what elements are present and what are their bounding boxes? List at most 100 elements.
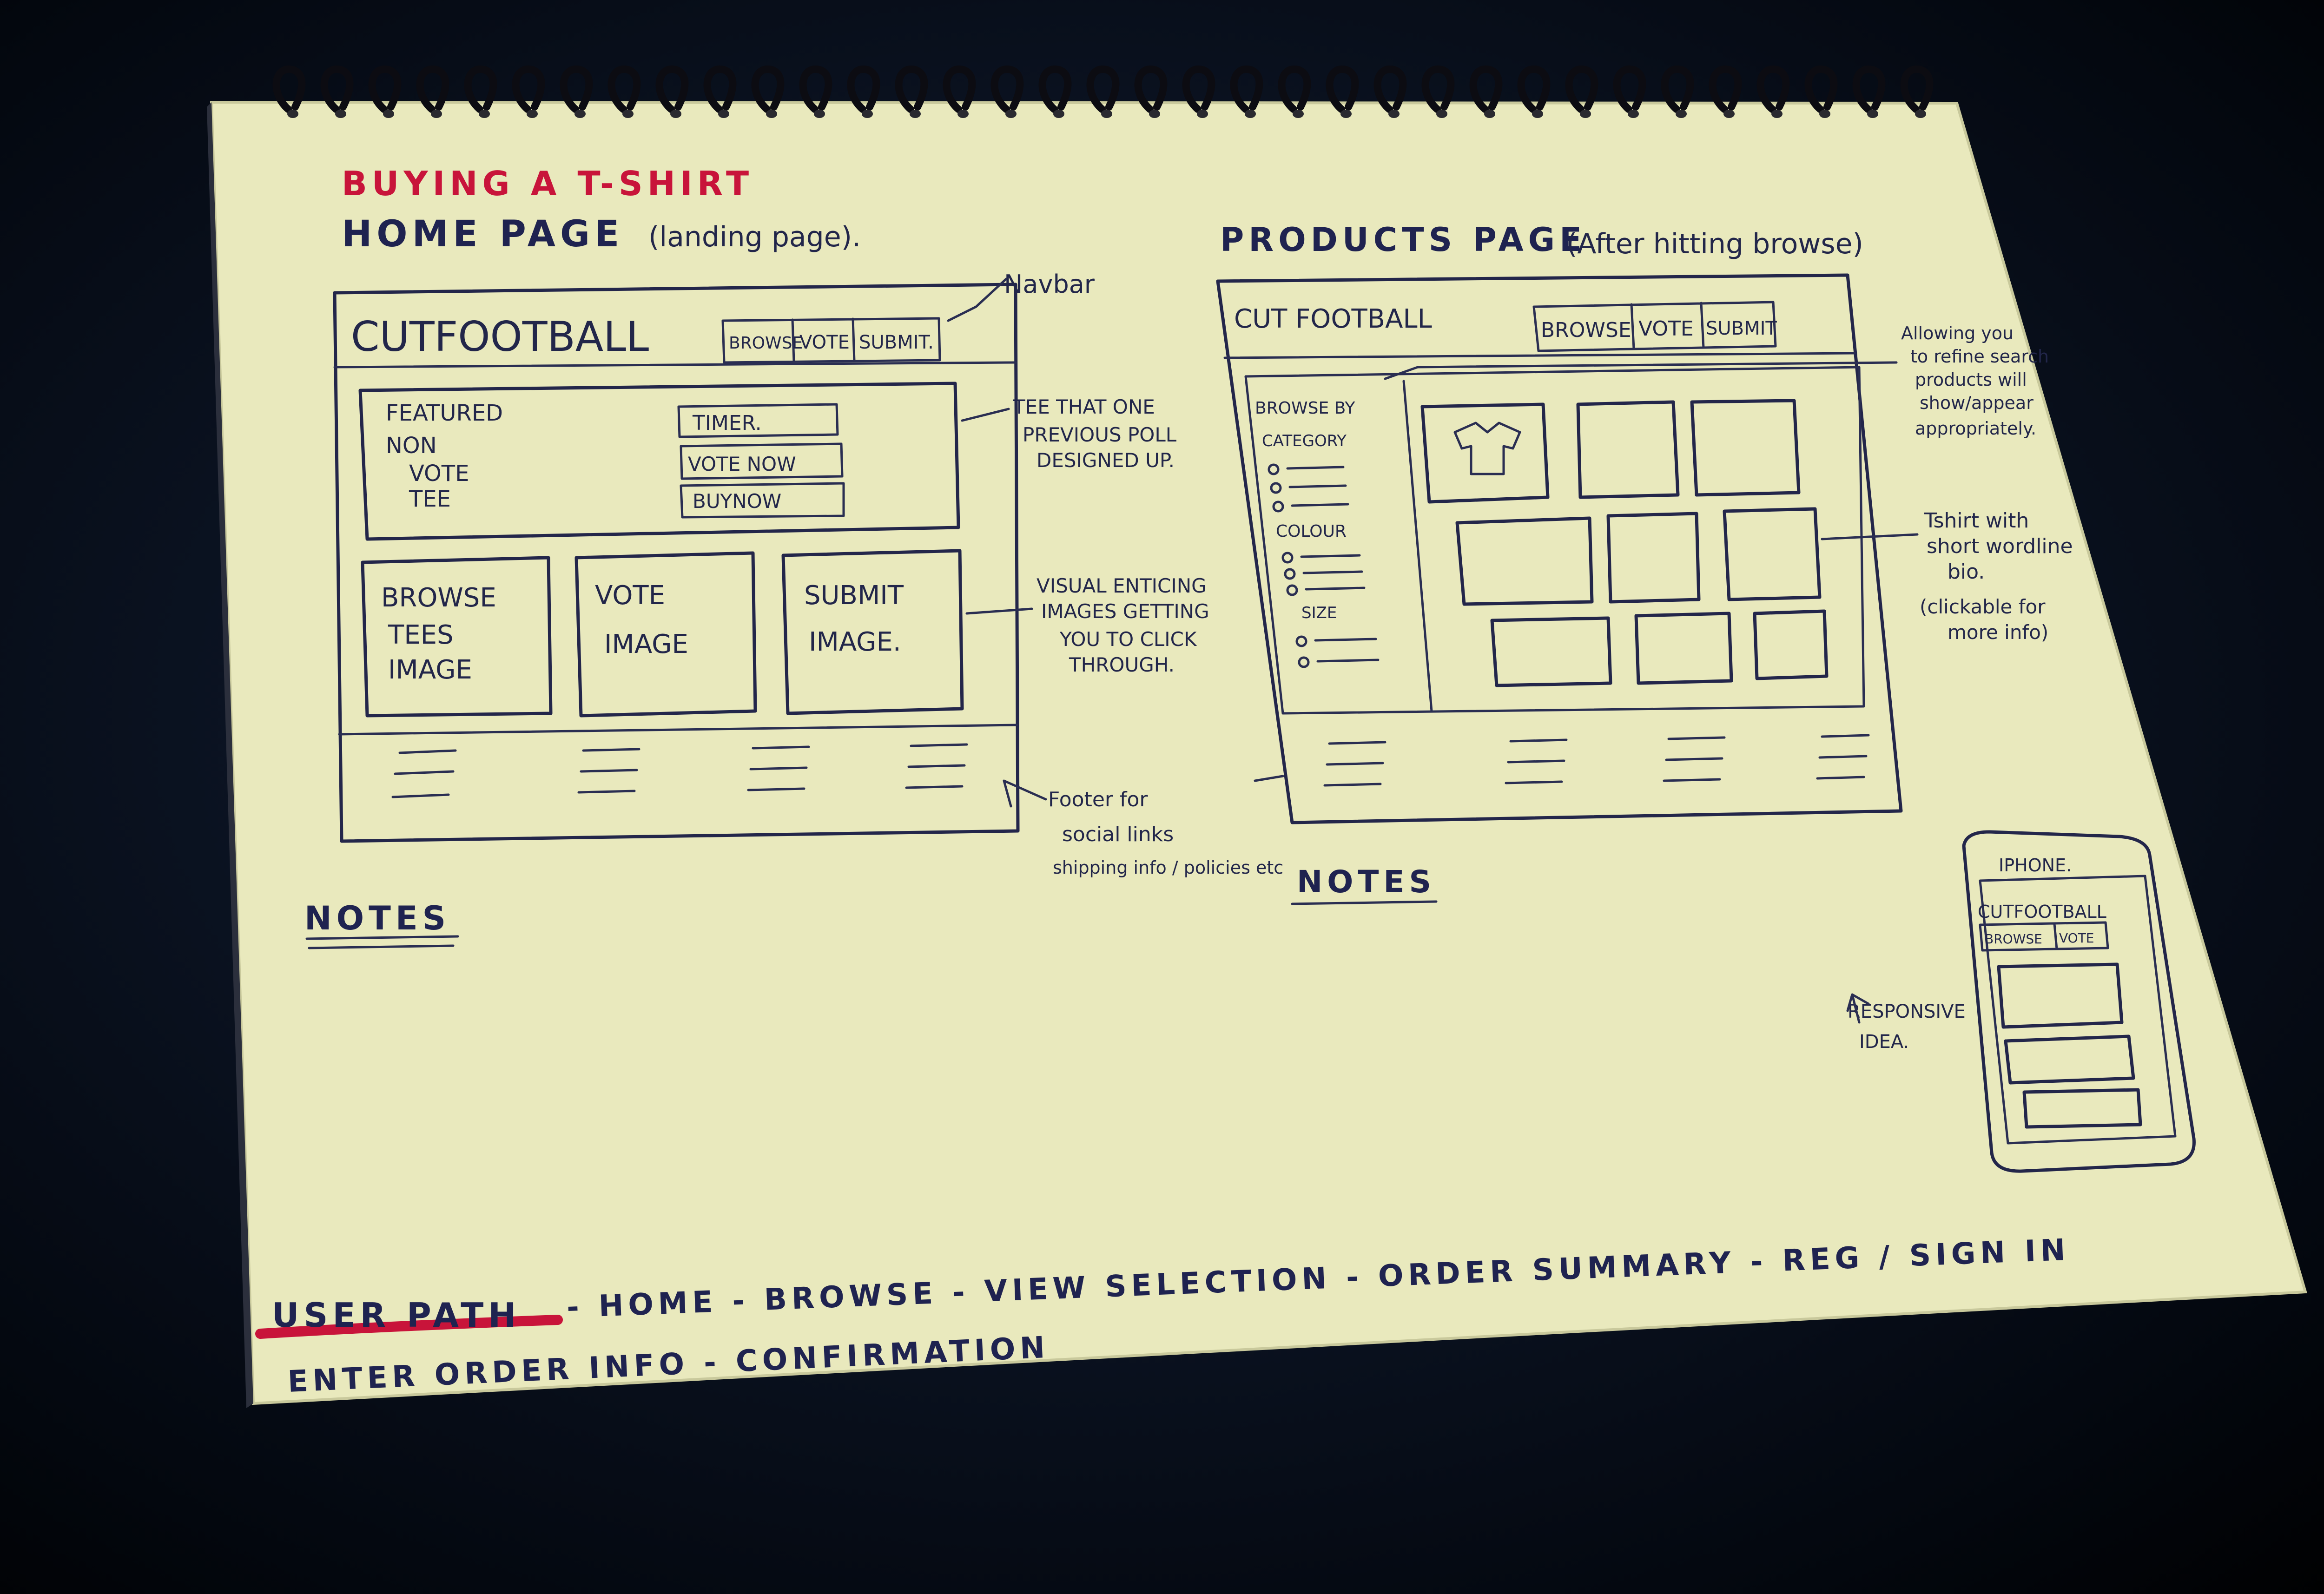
- spiral-hole: [957, 110, 969, 118]
- responsive-annotation-1: RESPONSIVE: [1848, 1001, 1966, 1022]
- paper-sheet: [210, 100, 2307, 1405]
- filter-size: SIZE: [1301, 604, 1337, 622]
- spiral-ring: [1086, 65, 1120, 113]
- iphone-nav-browse: BROWSE: [1985, 931, 2042, 947]
- spiral-ring: [1661, 65, 1694, 113]
- spiral-ring: [320, 65, 354, 113]
- products-nav-browse: BROWSE: [1541, 318, 1631, 342]
- products-wireframe: CUT FOOTBALL BROWSE VOTE SUBMIT BROWSE B…: [1216, 273, 1903, 824]
- user-path-label: USER PATH: [272, 1296, 521, 1335]
- home-frame: [333, 283, 1020, 843]
- home-logo: CUTFOOTBALL: [351, 313, 649, 361]
- spiral-ring: [943, 65, 976, 113]
- spiral-ring: [1709, 65, 1742, 113]
- buy-now-box: [680, 482, 845, 519]
- spiral-hole: [1149, 110, 1160, 118]
- spiral-binding: [272, 65, 1934, 118]
- home-subheading: (landing page).: [648, 221, 861, 253]
- spiral-ring: [703, 65, 737, 113]
- products-heading: PRODUCTS PAGE: [1220, 221, 1586, 259]
- home-nav-browse: BROWSE: [729, 334, 803, 353]
- spiral-ring: [416, 65, 449, 113]
- poll-annotation-3: DESIGNED UP.: [1037, 449, 1175, 472]
- spiral-hole: [862, 110, 873, 118]
- spiral-hole: [431, 110, 442, 118]
- home-annotations: Navbar TEE THAT ONE PREVIOUS POLL DESIGN…: [947, 270, 1283, 878]
- spiral-hole: [1340, 110, 1352, 118]
- products-notes-label: NOTES: [1297, 864, 1436, 900]
- vote-tile: [574, 551, 757, 718]
- spiral-hole: [1628, 110, 1639, 118]
- vote-now-label: VOTE NOW: [688, 453, 796, 475]
- iphone-hero: [1997, 962, 2124, 1029]
- spiral-ring: [1230, 65, 1263, 113]
- spiral-hole: [1771, 110, 1783, 118]
- category-options: [1268, 463, 1349, 513]
- spiral-hole: [766, 110, 777, 118]
- spiral-hole: [1197, 110, 1208, 118]
- spiral-hole: [1053, 110, 1064, 118]
- product-card: [1723, 507, 1822, 601]
- spiral-hole: [1388, 110, 1400, 118]
- product-card: [1606, 512, 1701, 604]
- iphone-navbar: [1979, 921, 2109, 952]
- product-card: [1690, 399, 1801, 497]
- spiral-ring: [1469, 65, 1503, 113]
- home-nav-vote: VOTE: [799, 332, 850, 353]
- spiral-hole: [1580, 110, 1591, 118]
- product-card: [1634, 612, 1733, 685]
- submit-tile-line-1: SUBMIT: [804, 580, 904, 611]
- spiral-ring: [1517, 65, 1551, 113]
- buy-now-label: BUYNOW: [693, 490, 781, 513]
- spiral-hole: [1676, 110, 1687, 118]
- spiral-ring: [990, 65, 1024, 113]
- colour-options: [1281, 552, 1366, 596]
- spiral-ring: [1852, 65, 1886, 113]
- spiral-hole: [335, 110, 346, 118]
- tshirt-annotation-1: Tshirt with: [1924, 509, 2029, 533]
- spiral-ring: [1278, 65, 1311, 113]
- visual-annotation-2: IMAGES GETTING: [1041, 600, 1209, 623]
- featured-line-3: VOTE: [409, 461, 469, 487]
- tshirt-annotation-2: short wordline: [1927, 534, 2073, 558]
- visual-annotation-1: VISUAL ENTICING: [1037, 574, 1207, 597]
- spiral-ring: [1038, 65, 1072, 113]
- browse-tile: [361, 556, 553, 718]
- browse-tile-line-1: BROWSE: [381, 583, 496, 613]
- products-annotations: Allowing you to refine search products w…: [1384, 323, 2073, 644]
- poll-annotation-1: TEE THAT ONE: [1013, 395, 1155, 418]
- footer-annotation-3: shipping info / policies etc: [1053, 857, 1283, 878]
- iphone-wireframe: IPHONE. CUTFOOTBALL BROWSE VOTE RESPONSI…: [1846, 830, 2196, 1173]
- products-nav-vote: VOTE: [1638, 317, 1694, 341]
- spiral-ring: [607, 65, 641, 113]
- filter-category: CATEGORY: [1262, 432, 1347, 450]
- iphone-nav-vote: VOTE: [2059, 930, 2094, 946]
- spiral-hole: [1293, 110, 1304, 118]
- featured-line-1: FEATURED: [386, 400, 503, 426]
- products-logo: CUT FOOTBALL: [1234, 304, 1432, 334]
- timer-box: [677, 403, 839, 438]
- spiral-hole: [1532, 110, 1543, 118]
- filter-annotation-2: to refine search: [1910, 346, 2049, 367]
- spiral-hole: [383, 110, 394, 118]
- home-heading: HOME PAGE: [342, 213, 624, 255]
- spiral-ring: [1326, 65, 1359, 113]
- size-options: [1295, 635, 1380, 668]
- spiral-hole: [1436, 110, 1447, 118]
- products-frame: [1216, 273, 1903, 824]
- home-footer-links: [391, 743, 968, 798]
- spiral-ring: [1565, 65, 1598, 113]
- spiral-hole: [622, 110, 634, 118]
- spiral-hole: [574, 110, 586, 118]
- spiral-hole: [287, 110, 298, 118]
- navbar-annotation: Navbar: [1004, 270, 1095, 299]
- vote-now-box: [680, 442, 844, 480]
- product-card: [1753, 609, 1829, 680]
- spiral-ring: [1182, 65, 1215, 113]
- filter-annotation-4: show/appear: [1920, 393, 2034, 413]
- spiral-ring: [655, 65, 689, 113]
- spiral-hole: [1819, 110, 1830, 118]
- browse-tile-line-2: TEES: [388, 620, 454, 650]
- featured-line-2: NON: [386, 433, 437, 459]
- paper-shadow-edge: [207, 102, 253, 1408]
